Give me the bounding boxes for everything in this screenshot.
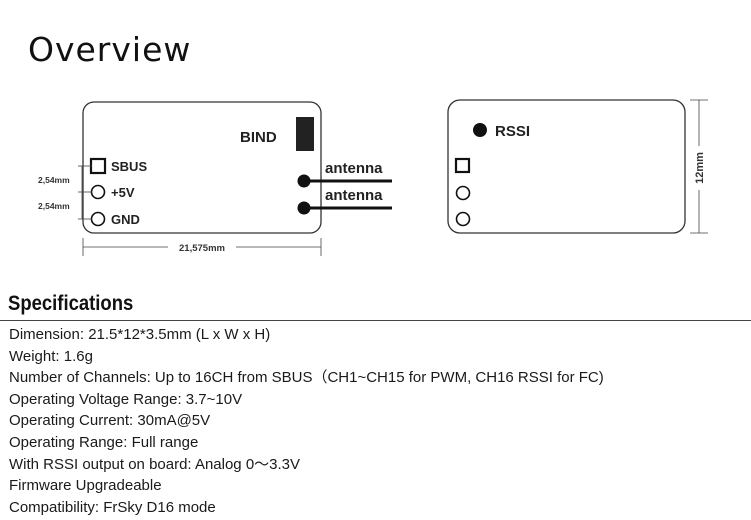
specifications-title: Specifications xyxy=(8,292,134,315)
overview-title: Overview xyxy=(28,30,192,69)
pin-label-sbus: SBUS xyxy=(111,159,147,174)
right-pin-circle-2 xyxy=(455,211,471,227)
right-board-outline xyxy=(447,99,686,234)
spec-dimension: Dimension: 21.5*12*3.5mm (L x W x H) xyxy=(9,326,271,343)
rssi-label: RSSI xyxy=(495,123,530,140)
specifications-list: Dimension: 21.5*12*3.5mm (L x W x H) Wei… xyxy=(9,324,604,518)
pitch-label-top: 2,54mm xyxy=(38,175,70,185)
sbus-pin-square xyxy=(89,157,107,175)
bind-button xyxy=(296,117,314,151)
right-pin-square xyxy=(454,157,471,174)
spec-rssi-output: With RSSI output on board: Analog 0～3.3V xyxy=(9,455,301,473)
antenna-label-2: antenna xyxy=(325,187,383,204)
spec-channels: Number of Channels: Up to 16CH from SBUS… xyxy=(9,369,604,387)
pitch-label-bottom: 2,54mm xyxy=(38,201,70,211)
specifications-divider xyxy=(0,320,751,321)
right-pin-circle-1 xyxy=(455,185,471,201)
spec-firmware: Firmware Upgradeable xyxy=(9,477,162,495)
pin-label-gnd: GND xyxy=(111,212,140,227)
antenna-pad-1 xyxy=(297,174,311,188)
spec-current: Operating Current: 30mA@5V xyxy=(9,412,211,430)
height-label: 12mm xyxy=(694,152,706,184)
spec-voltage: Operating Voltage Range: 3.7~10V xyxy=(9,390,243,408)
width-label: 21,575mm xyxy=(179,243,225,254)
spec-compatibility: Compatibility: FrSky D16 mode xyxy=(9,498,216,516)
receiver-diagram: BIND SBUS +5V GND 2,54mm 2,54mm antenna … xyxy=(38,99,708,256)
antenna-label-1: antenna xyxy=(325,160,383,177)
spec-weight: Weight: 1.6g xyxy=(9,347,93,365)
spec-range: Operating Range: Full range xyxy=(9,433,199,451)
5v-pin-circle xyxy=(90,184,106,200)
left-board-outline xyxy=(82,101,322,234)
pin-label-5v: +5V xyxy=(111,185,135,200)
gnd-pin-circle xyxy=(90,211,106,227)
antenna-pad-2 xyxy=(297,201,311,215)
rssi-pad xyxy=(473,123,487,137)
bind-label: BIND xyxy=(240,129,277,146)
